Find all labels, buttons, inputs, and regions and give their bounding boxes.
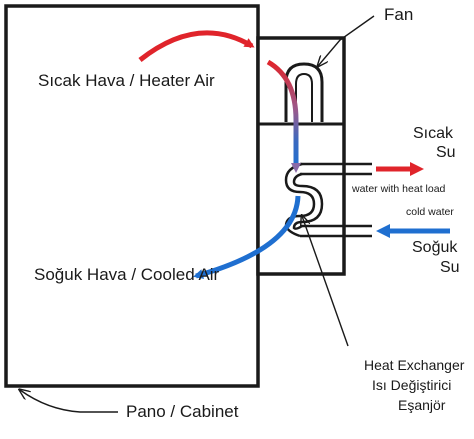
heat-exchanger-label-en: Heat Exchanger [364,357,465,373]
hot-water-label-line2: Su [436,144,456,161]
airflow-cold-out [193,195,301,279]
fan-label: Fan [384,5,413,24]
cold-water-note: cold water [406,206,454,218]
cooled-air-label: Soğuk Hava / Cooled Air [34,265,220,284]
heat-exchanger-label-tr: Isı Değiştirici [372,377,451,393]
airflow-through-unit [266,59,301,173]
cold-water-label-line2: Su [440,259,460,276]
heat-exchanger-label-alt: Eşanjör [398,397,446,413]
hot-water-pipe [300,162,372,176]
cabinet-body [4,4,260,388]
hot-water-arrow [376,162,424,176]
cold-water-arrow [376,224,450,238]
cabinet-leader-line [20,390,118,413]
heat-exchanger-leader-line [302,216,349,347]
hot-water-note: water with heat load [351,183,446,195]
hot-water-label-line1: Sıcak [413,125,454,142]
cabinet-label: Pano / Cabinet [126,402,239,421]
hot-air-label: Sıcak Hava / Heater Air [38,71,215,90]
cold-water-pipe [300,224,372,238]
fan-leader-line [318,15,375,66]
cold-water-label-line1: Soğuk [412,239,458,256]
hot-air-arrow [138,30,255,62]
